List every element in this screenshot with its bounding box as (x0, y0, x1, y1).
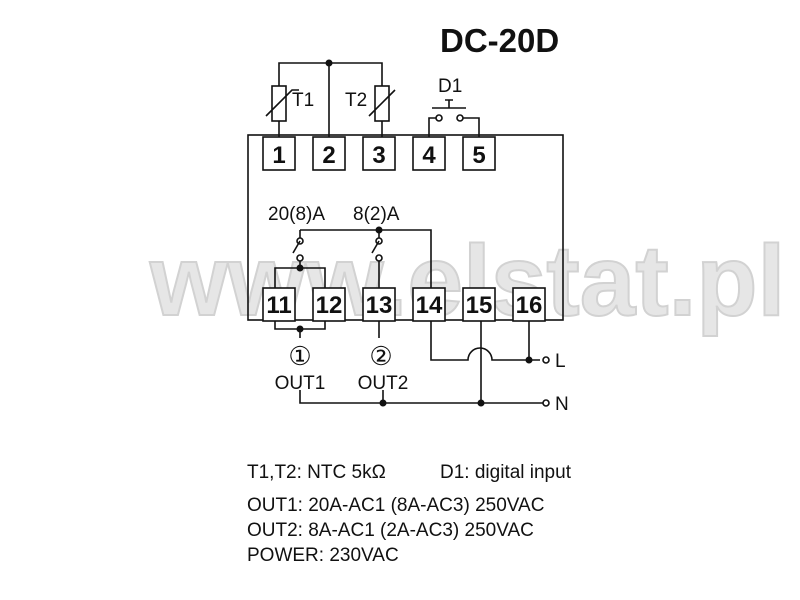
spec-out2: OUT2: 8A-AC1 (2A-AC3) 250VAC (247, 520, 534, 541)
terminal-14 (412, 287, 446, 322)
terminal-15 (462, 287, 496, 322)
controller-body (247, 134, 564, 321)
spec-power: POWER: 230VAC (247, 545, 399, 566)
out1-symbol: ① (288, 341, 311, 371)
bottom-terminal-block: 11 12 13 14 15 16 (262, 287, 546, 322)
spec-sensors: T1,T2: NTC 5kΩ (247, 462, 386, 483)
terminal-16 (512, 287, 546, 322)
terminal-1-label: 1 (272, 142, 285, 169)
relay-wiring (274, 226, 432, 288)
line-n-label: N (555, 394, 569, 415)
thermistor-t2-symbol (368, 89, 396, 117)
terminal-13-label: 13 (366, 292, 393, 319)
terminal-5 (462, 136, 496, 171)
terminal-11-label: 11 (266, 292, 291, 319)
out1-label: OUT1 (275, 373, 326, 394)
terminal-1 (262, 136, 296, 171)
spec-digital-input: D1: digital input (440, 462, 571, 483)
terminal-12-label: 12 (316, 292, 343, 319)
terminal-16-label: 16 (516, 292, 543, 319)
relay2-rating: 8(2)A (353, 204, 400, 225)
top-terminal-block: 1 2 3 4 5 (262, 136, 496, 171)
watermark: www.elstat.pl (149, 225, 785, 337)
line-l-label: L (555, 351, 566, 372)
terminal-2 (312, 136, 346, 171)
model-title: DC-20D (440, 22, 559, 59)
sensor-wiring: T1 T2 (265, 59, 396, 137)
digital-input-switch: D1 (428, 76, 480, 137)
junction-dot (325, 59, 333, 67)
out2-label: OUT2 (358, 373, 409, 394)
spec-out1: OUT1: 20A-AC1 (8A-AC3) 250VAC (247, 495, 545, 516)
external-wiring: L N (274, 321, 569, 415)
terminal-3 (362, 136, 396, 171)
terminal-15-label: 15 (466, 292, 493, 319)
relay1-rating: 20(8)A (268, 204, 325, 225)
label-t2: T2 (345, 90, 367, 111)
terminal-2-label: 2 (322, 142, 335, 169)
thermistor-t1-symbol (265, 89, 299, 117)
label-t1: T1 (292, 90, 314, 111)
terminal-4-label: 4 (422, 142, 436, 169)
out2-symbol: ② (369, 341, 392, 371)
terminal-3-label: 3 (372, 142, 385, 169)
terminal-12 (312, 287, 346, 322)
terminal-13 (362, 287, 396, 322)
terminal-4 (412, 136, 446, 171)
terminal-5-label: 5 (472, 142, 485, 169)
terminal-11 (262, 287, 296, 322)
terminal-14-label: 14 (416, 292, 443, 319)
label-d1: D1 (438, 76, 462, 97)
